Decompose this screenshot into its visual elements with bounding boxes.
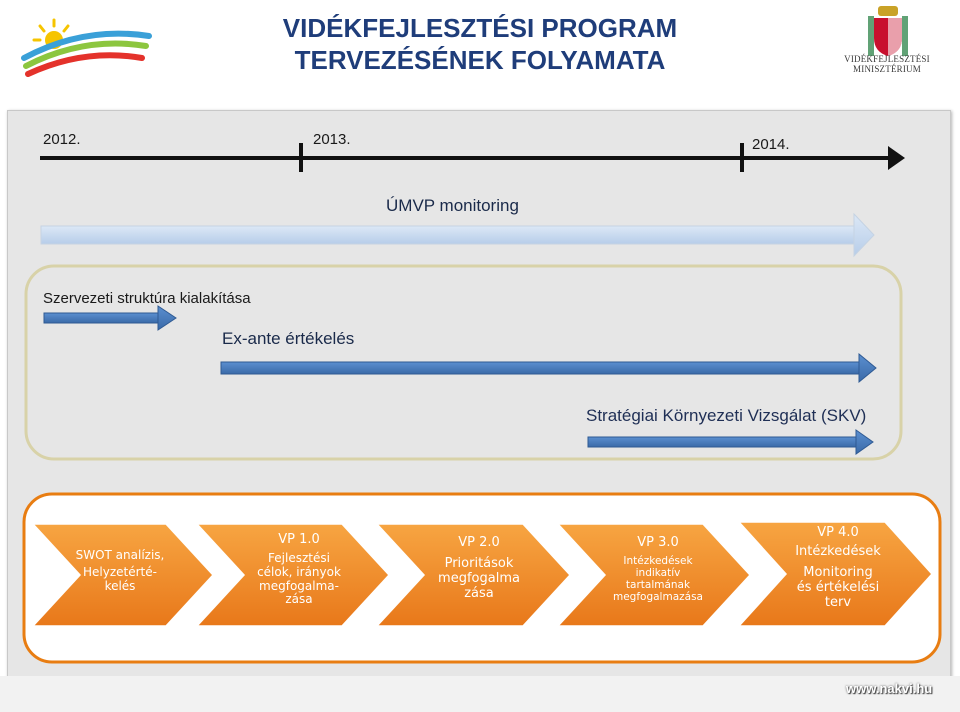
ministry-name: Vidékfejlesztési Minisztérium: [832, 54, 942, 74]
step-chevron-3: [375, 523, 572, 627]
step-2-line-2: célok, irányok: [257, 564, 341, 579]
step-4-line-2: indikatív: [635, 567, 681, 579]
step-2-line-3: megfogalma-: [259, 578, 339, 593]
step-3-line-2: megfogalma: [438, 570, 520, 586]
year-label-2012: 2012.: [43, 131, 81, 148]
title-line-1: VIDÉKFEJLESZTÉSI PROGRAM: [282, 13, 678, 43]
step-chevron-5: [737, 521, 934, 627]
step-4-text: VP 3.0 Intézkedések indikatív tartalmána…: [602, 535, 714, 604]
step-5-line-2: Monitoring: [803, 564, 873, 580]
year-label-2013: 2013.: [313, 131, 351, 148]
umvp-label: ÚMVP monitoring: [386, 196, 519, 215]
structure-arrow: [43, 305, 177, 331]
step-3-line-1: Prioritások: [444, 555, 514, 571]
step-2-text: VP 1.0 Fejlesztési célok, irányok megfog…: [243, 532, 355, 607]
step-4-line-3: tartalmának: [625, 579, 691, 592]
step-3-title: VP 2.0: [458, 535, 500, 550]
step-2-line-4: zása: [285, 592, 313, 607]
step-1-line-1: SWOT analízis,: [75, 548, 165, 562]
step-2-line-1: Fejlesztési: [268, 550, 330, 565]
page-title: VIDÉKFEJLESZTÉSI PROGRAM TERVEZÉSÉNEK FO…: [230, 12, 730, 76]
step-4-title: VP 3.0: [637, 535, 679, 550]
step-1-text: SWOT analízis, Helyzetérté- kelés: [70, 548, 170, 593]
footer-band: [0, 676, 960, 712]
step-5-line-3: és értékelési: [796, 579, 880, 595]
structure-label: Szervezeti struktúra kialakítása: [43, 290, 251, 307]
coat-of-arms-icon: [868, 6, 908, 56]
ministry-line-2: Minisztérium: [853, 64, 921, 74]
step-chevron-2: [195, 523, 391, 627]
step-2-title: VP 1.0: [278, 532, 320, 547]
timeline-arrow: [40, 143, 905, 172]
step-chevron-4: [556, 523, 752, 627]
umvp-arrow: [40, 212, 875, 258]
step-1-line-2: Helyzetérté-: [83, 564, 157, 579]
step-5-line-4: terv: [824, 594, 852, 610]
step-3-text: VP 2.0 Prioritások megfogalma zása: [425, 535, 533, 602]
program-logo: [21, 18, 152, 77]
footer-url: www.nakvi.hu: [846, 681, 933, 696]
exante-arrow: [220, 352, 877, 384]
step-3-line-3: zása: [464, 585, 494, 601]
skv-arrow: [587, 429, 874, 455]
skv-label: Stratégiai Környezeti Vizsgálat (SKV): [586, 406, 867, 425]
step-5-text: VP 4.0 Intézkedések Monitoring és értéke…: [782, 525, 894, 611]
step-4-line-1: Intézkedések: [623, 554, 693, 567]
ministry-line-1: Vidékfejlesztési: [844, 54, 930, 64]
title-line-2: TERVEZÉSÉNEK FOLYAMATA: [294, 45, 666, 75]
exante-label: Ex-ante értékelés: [222, 329, 355, 348]
step-5-line-1: Intézkedések: [795, 543, 881, 559]
step-chevron-1: [31, 523, 215, 627]
step-1-line-3: kelés: [104, 578, 136, 593]
step-5-title: VP 4.0: [817, 525, 859, 540]
step-4-line-4: megfogalmazása: [612, 591, 703, 604]
planning-box: [24, 264, 903, 461]
year-label-2014: 2014.: [752, 136, 790, 153]
